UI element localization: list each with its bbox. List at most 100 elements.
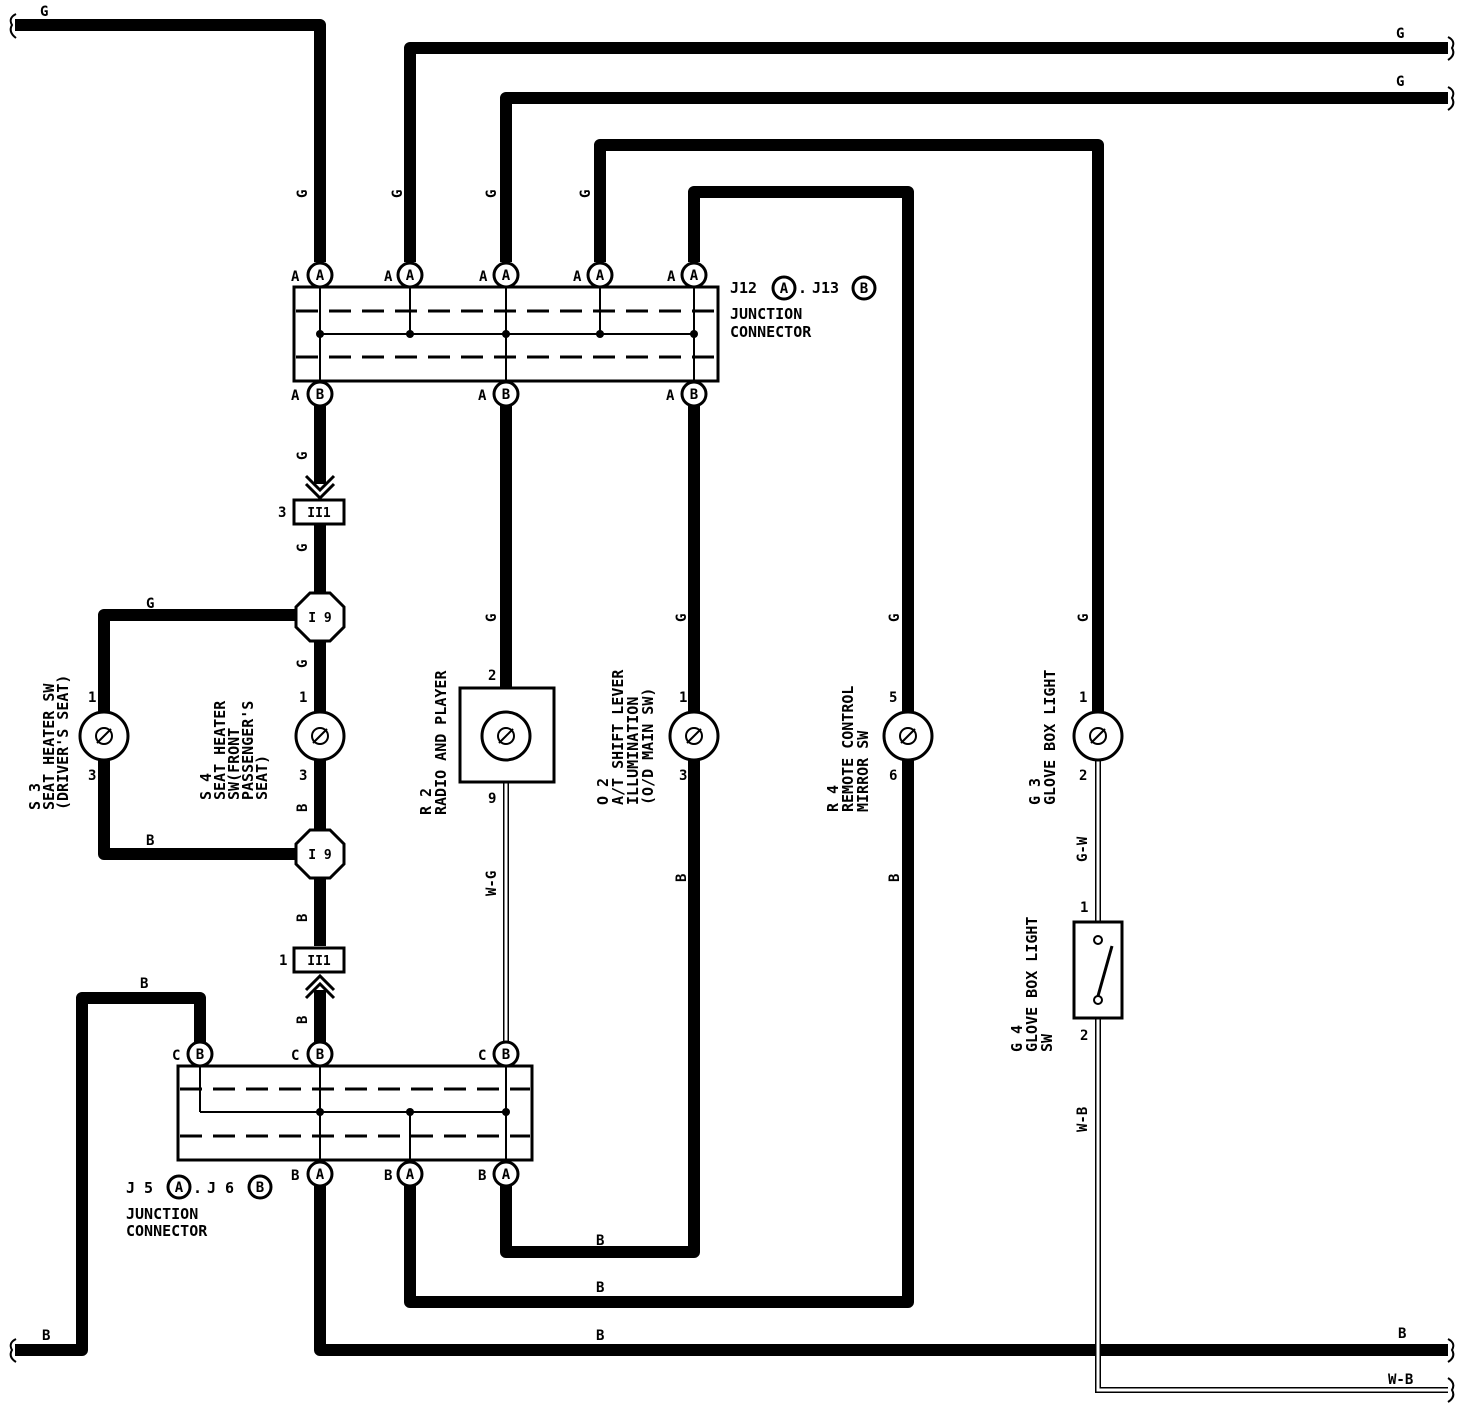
component-r2: 2 9 R 2 RADIO AND PLAYER (417, 668, 556, 815)
wire-label: B (887, 874, 903, 882)
r2-pin-bottom: 9 (488, 791, 496, 807)
s4-pin-top: 1 (299, 690, 307, 706)
connector-letter: B (478, 1168, 486, 1184)
wire-label: G (295, 190, 311, 198)
s4-pin-bottom: 3 (299, 768, 307, 784)
junction-bottom-line1: JUNCTION (126, 1205, 198, 1223)
connector-letter: B (384, 1168, 392, 1184)
s3-pin-bottom: 3 (88, 768, 96, 784)
connector-letter: B (291, 1168, 299, 1184)
ii1-label: II1 (307, 954, 331, 969)
terminal-j13-b-1: B A (291, 380, 334, 408)
terminal-j5-b-1: A B (291, 1160, 334, 1188)
wire-label: G (887, 614, 903, 622)
connector-letter: A (291, 269, 300, 285)
wire-label: W-B (1075, 1107, 1091, 1132)
wire-b-s3-to-i9 (98, 760, 296, 860)
i9-label: I 9 (308, 611, 331, 626)
wire-b-r4-return (404, 760, 914, 1308)
wire-label: B (146, 833, 154, 849)
wire-label: W-B (1388, 1372, 1413, 1388)
wire-g-i9-to-s3 (98, 609, 296, 712)
terminal-letter: A (690, 268, 699, 284)
connector-letter: A (573, 269, 582, 285)
s4-code: S 4 (197, 773, 215, 800)
s4-sub1: SW(FRONT (225, 728, 243, 800)
wire-label: G (1396, 74, 1404, 90)
connector-letter: C (172, 1048, 180, 1064)
terminal-letter: A (406, 1167, 415, 1183)
s3-pin-top: 1 (88, 690, 96, 706)
wire-label: G (484, 614, 500, 622)
wire-label: B (674, 874, 690, 882)
junction-top-separator: . (798, 279, 807, 297)
ii1-label: II1 (307, 506, 331, 521)
wire-label: G (295, 660, 311, 668)
wire-g-mirror-sw (688, 186, 914, 712)
junction-bottom-line2: CONNECTOR (126, 1222, 208, 1240)
break-mark-top-right-1 (1447, 36, 1455, 61)
s4-sub2: PASSENGER'S (239, 701, 257, 800)
r4-pin-bottom: 6 (889, 768, 897, 784)
junction-top-code: J12 (730, 279, 757, 297)
g3-pin-bottom: 2 (1079, 768, 1087, 784)
junction-connector-j5-j6: B C B C B C A B A B A B J 5 (126, 1040, 534, 1240)
junction-bottom-code2: J 6 (207, 1179, 234, 1197)
wire-label: W-G (484, 871, 500, 896)
wire-label: G (295, 452, 311, 460)
connector-letter: C (291, 1048, 299, 1064)
junction-top-line2: CONNECTOR (730, 323, 812, 341)
connector-letter: C (478, 1048, 486, 1064)
terminal-letter: A (502, 1167, 511, 1183)
terminal-letter: B (502, 387, 510, 403)
r2-name: RADIO AND PLAYER (432, 670, 450, 815)
terminal-j6-c-3: B C (478, 1040, 520, 1068)
r4-code: R 4 (824, 785, 842, 812)
wire-label: G (578, 190, 594, 198)
ii1-pin: 1 (279, 953, 287, 969)
wire-color-labels: G G G G B B B B B B B W-B G G G G G G G … (40, 4, 1413, 1388)
junction-connector-j12-j13: A A A A A A A A A A B A (291, 261, 877, 408)
r4-name: REMOTE CONTROL (839, 686, 857, 812)
connector-i9-bottom: I 9 (294, 828, 346, 880)
wire-label: G (1396, 26, 1404, 42)
o2-sub1: ILLUMINATION (624, 697, 642, 805)
wire-g-left-in (15, 19, 326, 262)
terminal-letter: A (596, 268, 605, 284)
wire-label: B (596, 1233, 604, 1249)
r2-code: R 2 (417, 788, 435, 815)
ii1-pin: 3 (278, 505, 286, 521)
g3-pin-top: 1 (1079, 690, 1087, 706)
junction-top-code2: J13 (812, 279, 839, 297)
o2-name: A/T SHIFT LEVER (609, 669, 627, 805)
wire-label: B (42, 1328, 50, 1344)
terminal-letter: B (316, 1047, 324, 1063)
s3-name: SEAT HEATER SW (40, 683, 58, 810)
g4-sub: SW (1038, 1033, 1056, 1052)
junction-top-label: J12 A . J13 B JUNCTION CONNECTOR (730, 275, 877, 341)
wire-label: B (295, 804, 311, 812)
i9-label: I 9 (308, 848, 331, 863)
terminal-letter: B (860, 281, 868, 297)
terminal-letter: A (780, 281, 789, 297)
s4-sub3: SEAT) (253, 755, 271, 800)
terminal-j13-b-3: B A (666, 380, 708, 408)
terminal-j5-b-2: A B (384, 1160, 424, 1188)
connector-letter: A (384, 269, 393, 285)
wire-wb-outline (1095, 1018, 1448, 1393)
terminal-letter: B (316, 387, 324, 403)
terminal-j12-a-3: A A (479, 261, 520, 289)
s4-name: SEAT HEATER (211, 700, 229, 800)
terminal-letter: B (256, 1180, 264, 1196)
wire-label: B (295, 1016, 311, 1024)
terminal-j6-c-1: B C (172, 1040, 214, 1068)
wire-b-ground-left (15, 992, 206, 1356)
ii1-box (292, 498, 346, 526)
terminal-letter: B (502, 1047, 510, 1063)
break-mark-bottom-left (9, 1338, 17, 1363)
component-s4: 1 3 S 4 SEAT HEATER SW(FRONT PASSENGER'S… (197, 690, 346, 800)
component-o2: 1 3 O 2 A/T SHIFT LEVER ILLUMINATION (O/… (594, 669, 720, 805)
break-mark-top-right-2 (1447, 86, 1455, 111)
terminal-letter: A (502, 268, 511, 284)
wire-g-right-out-1 (404, 42, 1448, 262)
